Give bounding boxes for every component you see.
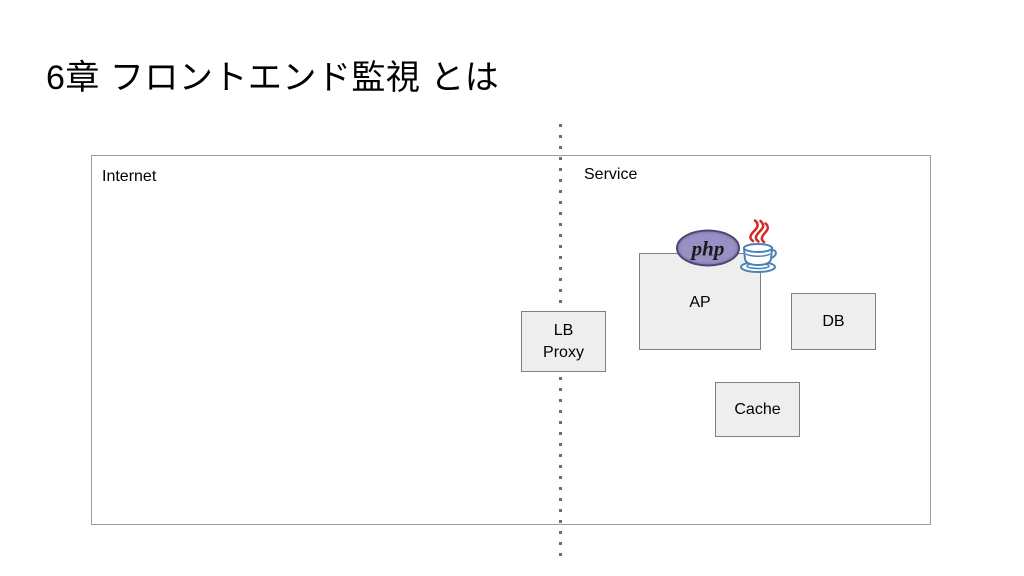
page-title: 6章 フロントエンド監視 とは [46, 59, 500, 97]
node-lb-proxy-label: LB Proxy [543, 321, 584, 361]
system-boundary-frame [91, 155, 931, 525]
node-ap-label: AP [689, 293, 711, 311]
zone-label-service: Service [584, 166, 638, 183]
php-logo-icon: php [676, 229, 740, 267]
node-db: DB [791, 293, 876, 350]
node-lb-proxy: LB Proxy [521, 311, 606, 372]
java-logo-icon [736, 219, 780, 275]
zone-label-internet: Internet [102, 168, 157, 185]
node-db-label: DB [822, 312, 845, 330]
svg-text:php: php [690, 237, 725, 261]
node-cache-label: Cache [734, 400, 781, 418]
node-ap: AP [639, 253, 761, 350]
node-cache: Cache [715, 382, 800, 437]
